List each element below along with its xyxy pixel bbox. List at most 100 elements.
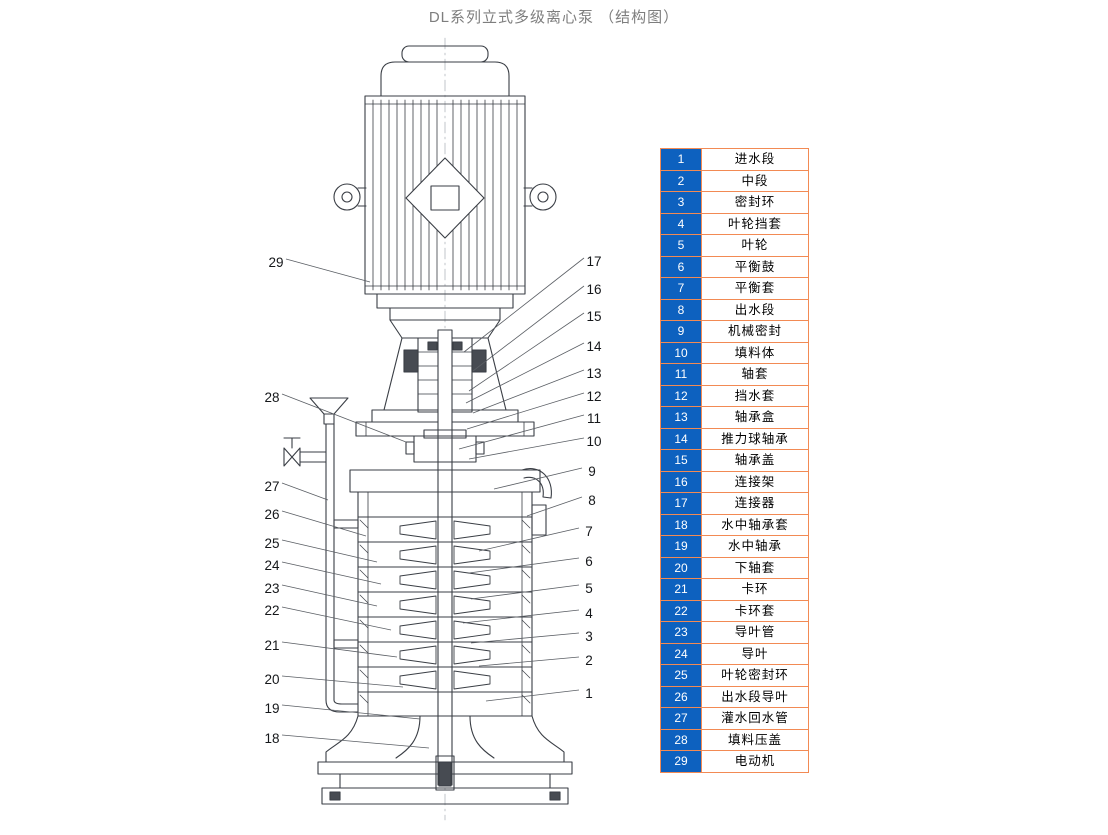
part-name-cell: 叶轮密封环 (701, 664, 809, 687)
part-number-cell: 21 (660, 578, 702, 601)
motor (333, 45, 557, 321)
part-name-cell: 推力球轴承 (701, 427, 809, 450)
part-name-cell: 挡水套 (701, 384, 809, 407)
shaft (437, 329, 453, 786)
part-name-cell: 出水段导叶 (701, 685, 809, 708)
callout-7: 7 (585, 524, 593, 539)
part-number-cell: 17 (660, 492, 702, 515)
pump-base (317, 715, 573, 805)
part-number-cell: 11 (660, 363, 702, 386)
part-name-cell: 下轴套 (701, 556, 809, 579)
part-name-cell: 填料压盖 (701, 728, 809, 751)
callout-10: 10 (586, 434, 601, 449)
callout-4: 4 (585, 606, 593, 621)
part-number-cell: 28 (660, 728, 702, 751)
part-number-cell: 23 (660, 621, 702, 644)
lifting-eye-left (333, 183, 367, 211)
part-number-cell: 8 (660, 298, 702, 321)
impellers-right (453, 520, 491, 690)
part-number-cell: 29 (660, 750, 702, 773)
part-name-cell: 轴承盒 (701, 406, 809, 429)
callout-28: 28 (264, 390, 279, 405)
part-name-cell: 进水段 (701, 148, 809, 171)
part-number-cell: 22 (660, 599, 702, 622)
part-name-cell: 中段 (701, 169, 809, 192)
callout-29: 29 (268, 255, 283, 270)
callout-17: 17 (586, 254, 601, 269)
callout-26: 26 (264, 507, 279, 522)
part-number-cell: 7 (660, 277, 702, 300)
part-name-cell: 机械密封 (701, 320, 809, 343)
callout-12: 12 (586, 389, 601, 404)
part-number-cell: 24 (660, 642, 702, 665)
part-number-cell: 9 (660, 320, 702, 343)
part-number-cell: 16 (660, 470, 702, 493)
part-name-cell: 卡环 (701, 578, 809, 601)
callout-14: 14 (586, 339, 602, 354)
callout-6: 6 (585, 554, 593, 569)
part-number-cell: 6 (660, 255, 702, 278)
seal-assembly (405, 429, 485, 463)
part-number-cell: 26 (660, 685, 702, 708)
part-name-cell: 水中轴承套 (701, 513, 809, 536)
part-name-cell: 连接架 (701, 470, 809, 493)
callout-16: 16 (586, 282, 601, 297)
impellers-left (399, 520, 437, 690)
callout-13: 13 (586, 366, 601, 381)
part-name-cell: 出水段 (701, 298, 809, 321)
part-name-cell: 灌水回水管 (701, 707, 809, 730)
callout-15: 15 (586, 309, 601, 324)
callout-18: 18 (264, 731, 279, 746)
callout-24: 24 (264, 558, 280, 573)
part-name-cell: 填料体 (701, 341, 809, 364)
pump-casing (349, 468, 552, 717)
callout-22: 22 (264, 603, 279, 618)
hatching (359, 519, 531, 704)
part-number-cell: 20 (660, 556, 702, 579)
part-number-cell: 14 (660, 427, 702, 450)
callout-8: 8 (588, 493, 596, 508)
callout-11: 11 (587, 411, 601, 426)
part-name-cell: 水中轴承 (701, 535, 809, 558)
part-number-cell: 3 (660, 191, 702, 214)
part-number-cell: 15 (660, 449, 702, 472)
part-name-cell: 卡环套 (701, 599, 809, 622)
part-number-cell: 1 (660, 148, 702, 171)
part-number-cell: 27 (660, 707, 702, 730)
pump-drawing (283, 37, 573, 821)
callout-3: 3 (585, 629, 593, 644)
callout-21: 21 (264, 638, 279, 653)
part-name-cell: 导叶管 (701, 621, 809, 644)
part-name-cell: 连接器 (701, 492, 809, 515)
callout-19: 19 (264, 701, 279, 716)
leader-lines (281, 257, 585, 749)
callout-5: 5 (585, 581, 593, 596)
callout-numbers: 29 28 27 26 25 24 23 22 21 20 19 18 17 1… (264, 254, 602, 746)
part-number-cell: 2 (660, 169, 702, 192)
part-number-cell: 18 (660, 513, 702, 536)
